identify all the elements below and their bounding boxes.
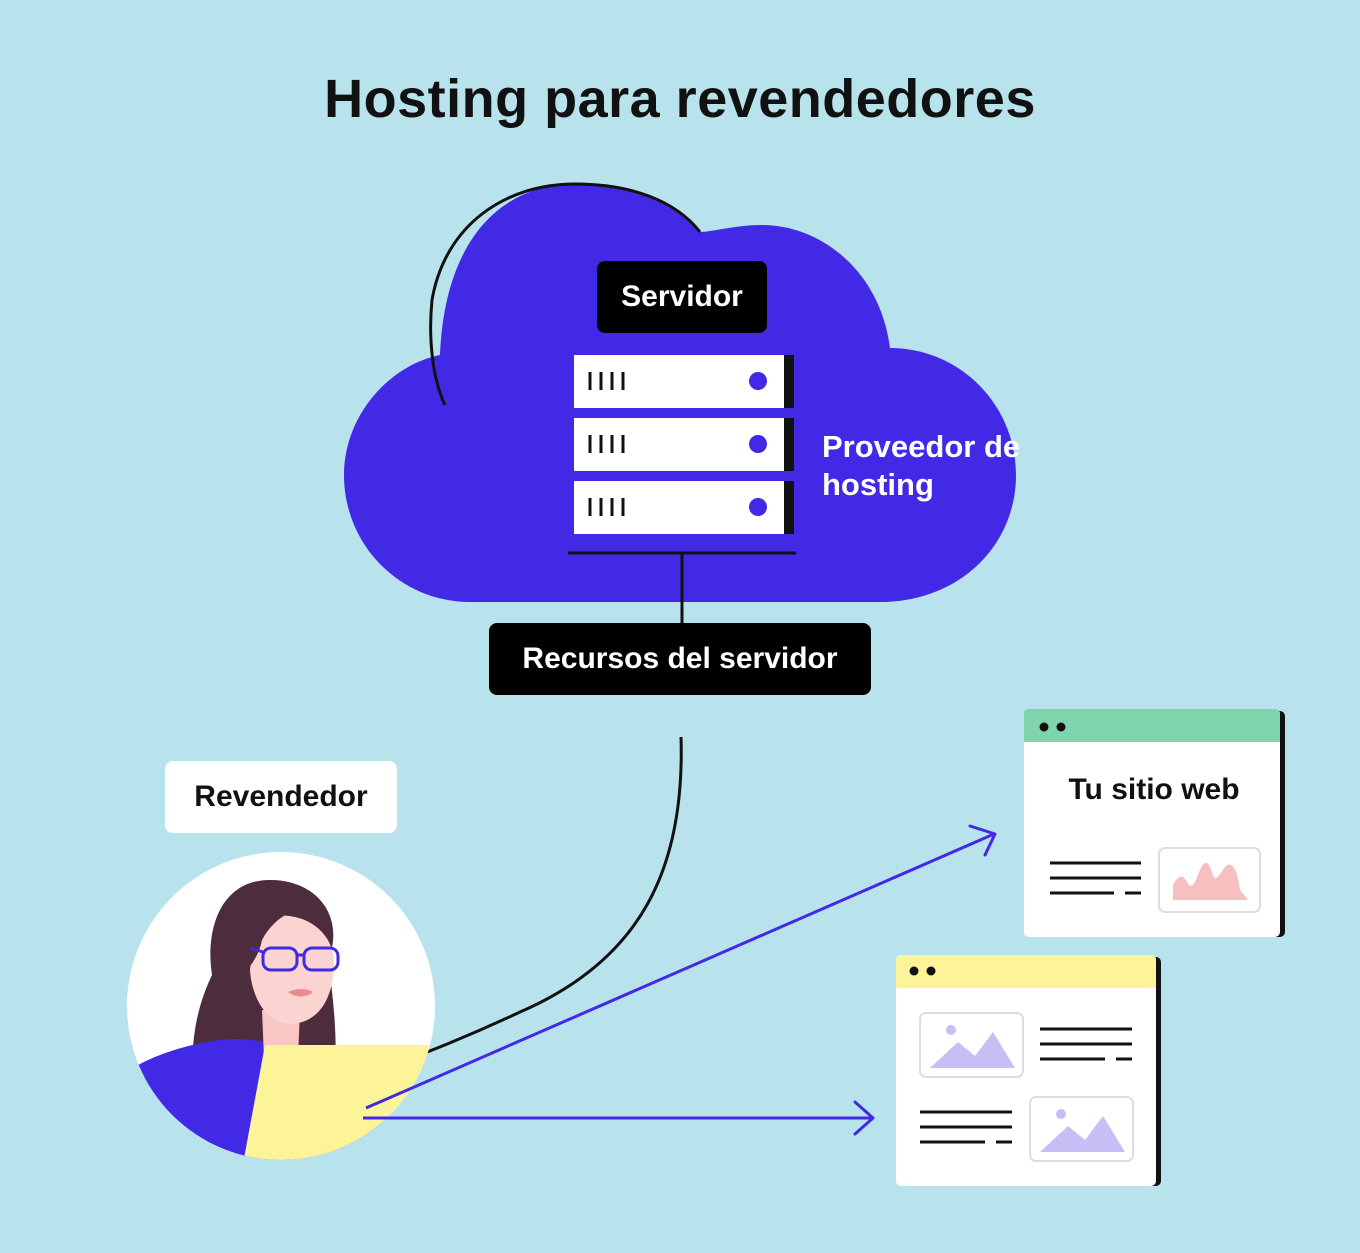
reseller-avatar	[127, 852, 435, 1160]
arrow-to-website	[365, 824, 997, 1110]
second-site-window	[896, 955, 1161, 1186]
arrow-to-second-site	[363, 1100, 875, 1136]
website-window	[1024, 709, 1285, 937]
server-unit-3	[574, 481, 794, 534]
server-resources-label: Recursos del servidor	[489, 623, 871, 695]
reseller-label: Revendedor	[165, 761, 397, 833]
server-rack	[568, 355, 796, 625]
website-title: Tu sitio web	[1068, 773, 1240, 806]
diagram-title: Hosting para revendedores	[324, 69, 1036, 129]
server-unit-2	[574, 418, 794, 471]
hosting-provider-label: Proveedor de hosting	[822, 429, 1021, 502]
server-unit-1	[574, 355, 794, 408]
server-label: Servidor	[597, 261, 767, 333]
